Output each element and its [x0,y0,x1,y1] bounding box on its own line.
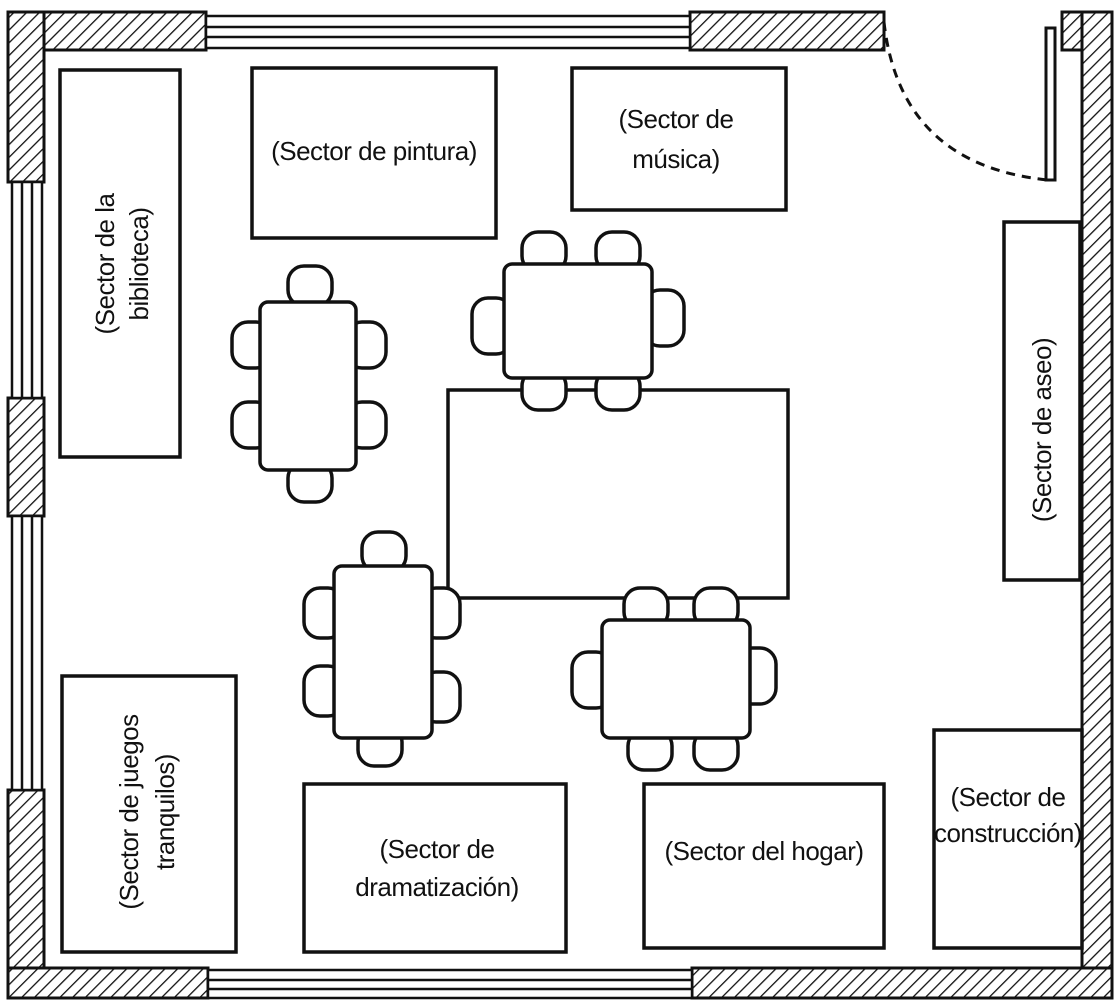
label-juegos-line2: tranquilos) [150,754,180,870]
windows [10,14,694,1000]
door-leaf [1044,26,1057,182]
label-dramatizacion-line2: dramatización) [355,872,519,902]
window-left-lower [10,514,44,792]
wall-left-top [6,10,46,184]
sector-hogar [642,782,886,950]
table [600,618,752,740]
table-group-1 [230,264,388,504]
sector-construccion [932,728,1084,950]
label-construccion-line1: (Sector de [951,782,1066,812]
wall-right [1080,10,1114,998]
sector-labels: (Sector de pintura) (Sector de música) (… [90,104,1083,910]
sector-musica [570,66,788,212]
label-juegos-line1: (Sector de juegos [114,714,144,910]
table [332,564,434,740]
table [258,300,358,472]
table-group-4 [570,586,778,772]
door [882,21,1057,182]
table [502,262,654,380]
table-group-3 [302,530,462,768]
sector-juegos-tranquilos [60,674,238,954]
sector-aseo [1002,220,1082,582]
window-top [204,14,692,50]
label-musica-line1: (Sector de [619,104,734,134]
wall-left-mid [6,396,46,518]
wall-left-bottom [6,788,46,998]
window-bottom [206,968,694,1000]
sector-biblioteca [58,68,182,459]
label-pintura: (Sector de pintura) [271,136,477,166]
sector-dramatizacion [302,782,568,954]
door-swing-arc [882,21,1049,182]
label-aseo: (Sector de aseo) [1027,338,1057,522]
wall-bottom-right [690,966,1114,1000]
chair [286,264,334,308]
wall-bottom-left [6,966,210,1000]
wall-top-mid [688,10,886,52]
label-biblioteca-line1: (Sector de la [90,193,120,335]
table-group-2 [470,230,686,412]
window-left-upper [10,180,44,400]
label-hogar: (Sector del hogar) [664,836,863,866]
label-dramatizacion-line1: (Sector de [380,834,495,864]
label-biblioteca-line2: biblioteca) [124,207,154,320]
label-musica-line2: música) [632,144,720,174]
label-construccion-line2: construcción) [934,818,1082,848]
sector-pintura [250,66,498,240]
central-table [446,388,790,600]
